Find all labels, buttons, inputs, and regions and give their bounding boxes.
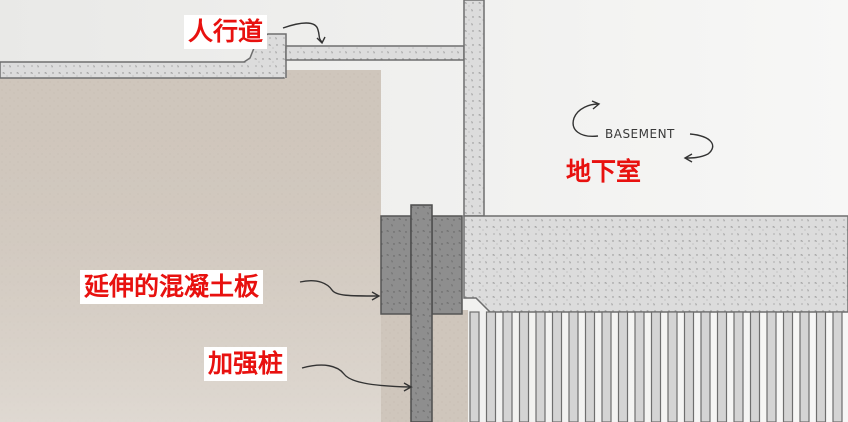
basement-pile xyxy=(799,311,810,422)
arrow-sidewalk xyxy=(282,22,323,43)
basement-slab xyxy=(463,215,848,313)
basement-pile xyxy=(716,311,728,422)
basement-pile xyxy=(485,311,497,422)
basement-pile xyxy=(733,311,744,422)
label-sidewalk: 人行道 xyxy=(184,15,268,49)
basement-pile xyxy=(584,311,596,422)
basement-pile xyxy=(815,311,827,422)
basement-pile xyxy=(502,311,513,422)
basement-pile xyxy=(634,311,645,422)
basement-pile xyxy=(518,311,530,422)
label-basement-en: BASEMENT xyxy=(605,127,675,141)
arrow-basement-right xyxy=(685,133,714,159)
basement-pile xyxy=(782,311,794,422)
arrow-pile xyxy=(301,364,411,388)
basement-pile xyxy=(683,311,695,422)
basement-pile xyxy=(650,311,662,422)
basement-pile xyxy=(700,311,711,422)
basement-pile xyxy=(617,311,629,422)
basement-wall xyxy=(463,0,485,217)
basement-pile xyxy=(832,311,843,422)
label-extended-slab: 延伸的混凝土板 xyxy=(80,270,264,304)
label-reinforcing-pile: 加强桩 xyxy=(204,347,288,381)
basement-pile xyxy=(766,311,777,422)
basement-pile xyxy=(749,311,761,422)
soil xyxy=(0,70,468,422)
extended-concrete-slab xyxy=(380,215,463,315)
arrow-extended-slab xyxy=(299,280,379,297)
basement-pile xyxy=(469,311,480,422)
annotation-arrows xyxy=(282,22,714,392)
arrow-basement-left xyxy=(572,103,599,137)
basement-pile xyxy=(535,311,546,422)
basement-pile xyxy=(551,311,563,422)
basement-pile xyxy=(601,311,612,422)
basement-piles xyxy=(469,311,843,422)
label-basement-zh: 地下室 xyxy=(566,157,642,186)
reinforcing-pile xyxy=(410,204,433,422)
basement-pile xyxy=(568,311,579,422)
basement-pile xyxy=(667,311,678,422)
